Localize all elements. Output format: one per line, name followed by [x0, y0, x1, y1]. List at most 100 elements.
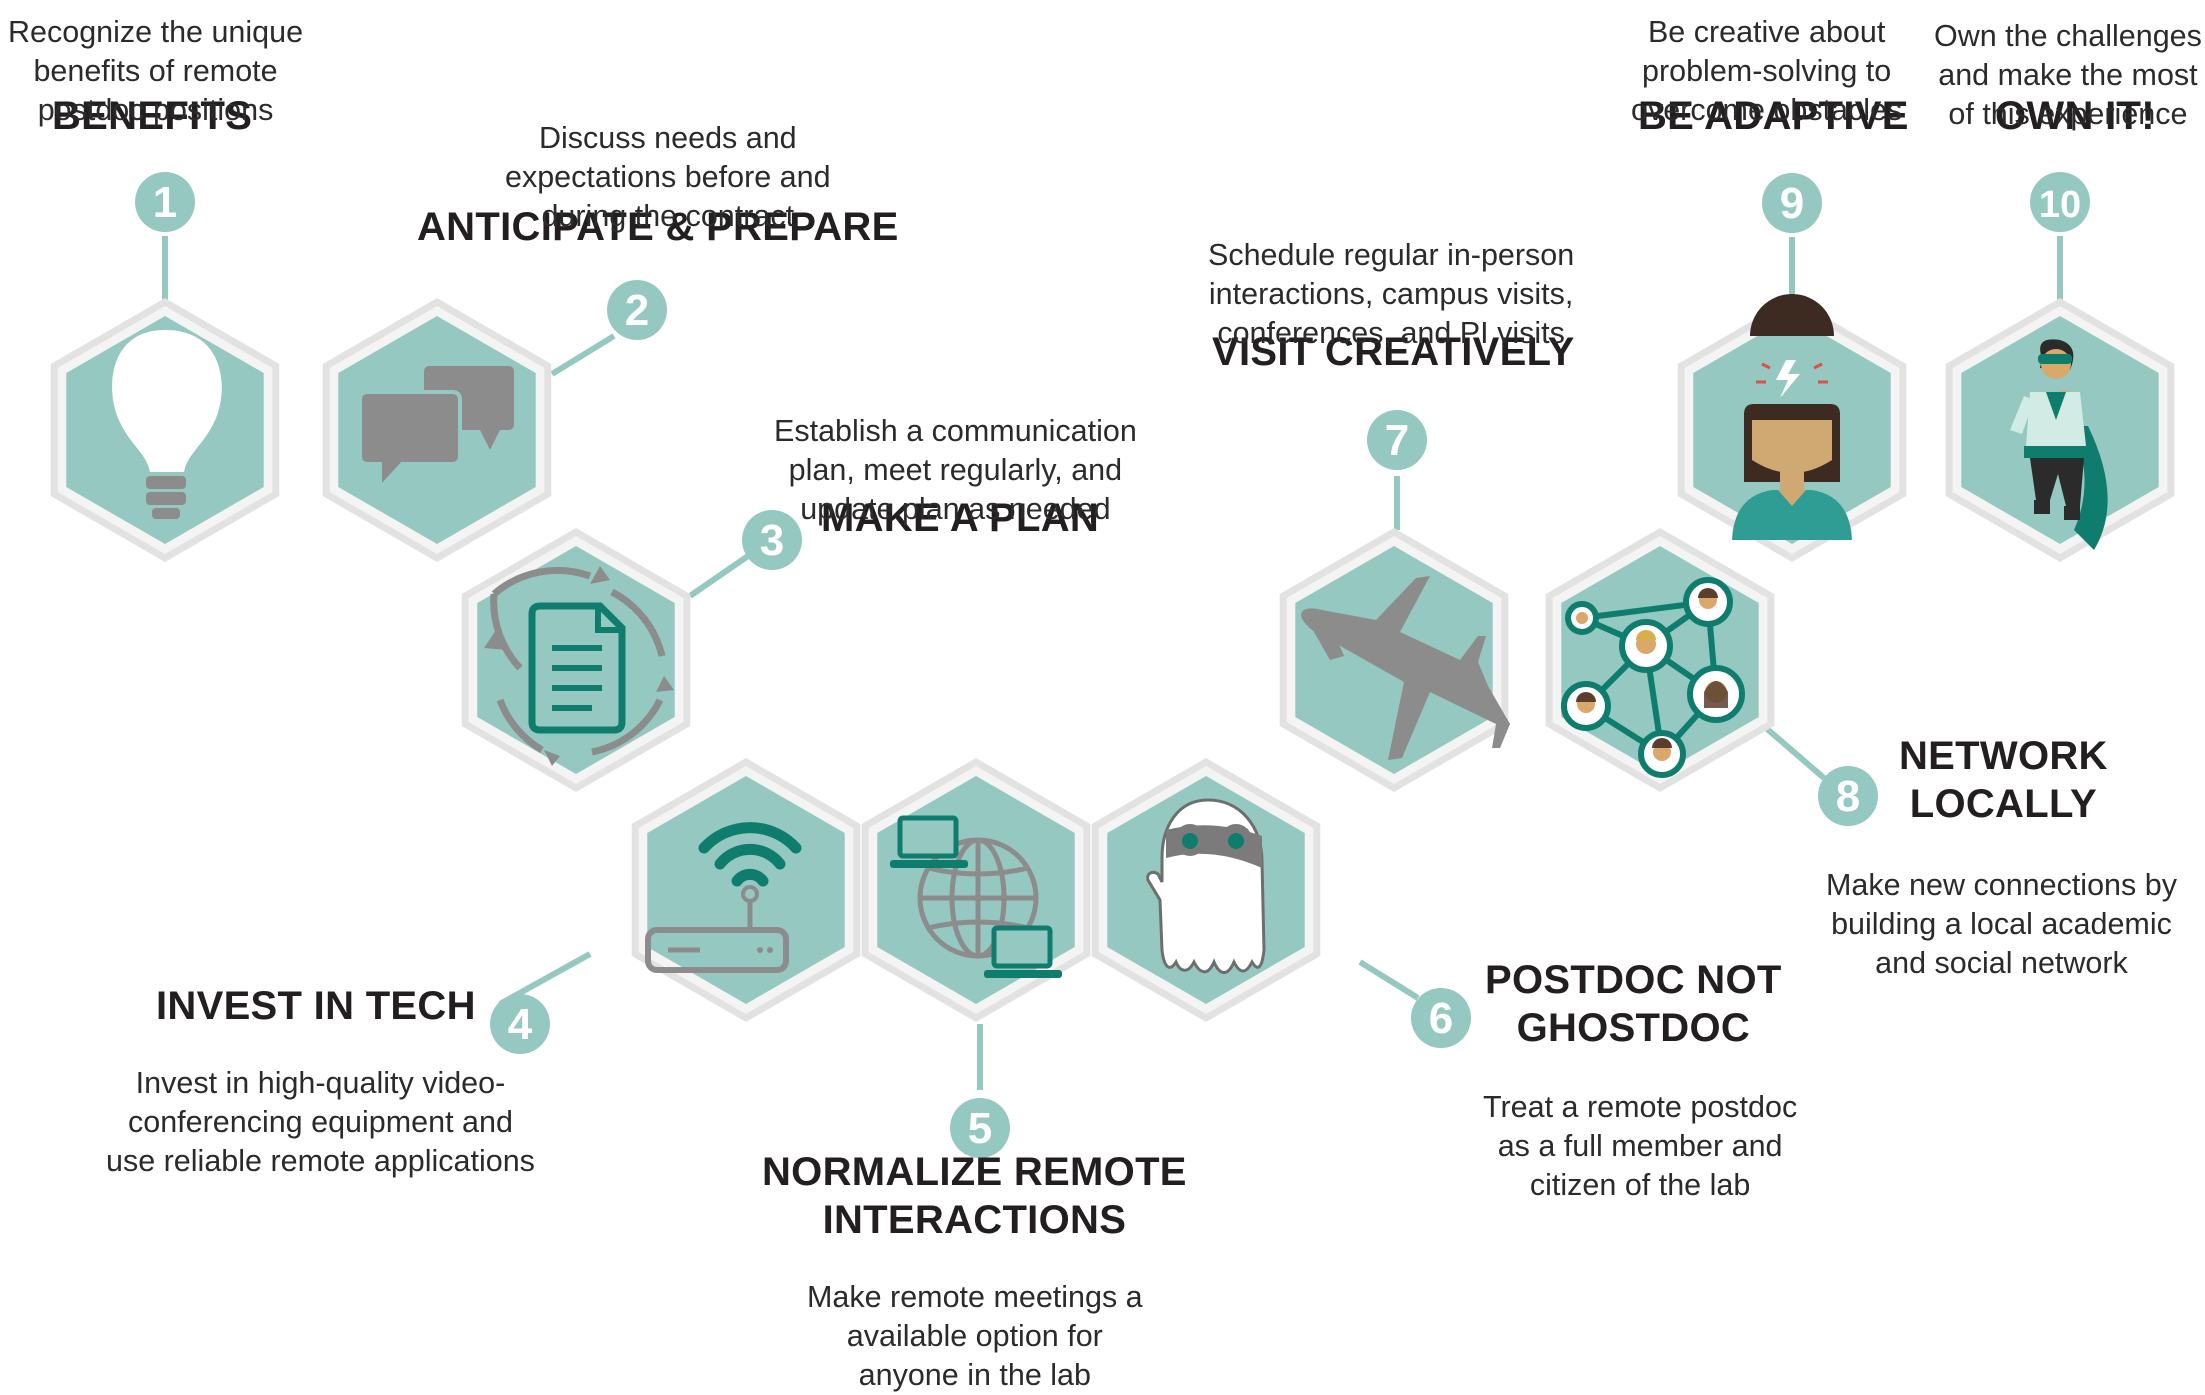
connector-line-2: [550, 333, 616, 377]
globe-laptops-icon: [890, 815, 1062, 978]
number-badge-label-10: 10: [2039, 184, 2081, 226]
step-description-line: conferences, and PI visits: [1217, 316, 1565, 350]
lightbulb-icon: [112, 330, 222, 519]
superhero-icon: [2010, 339, 2108, 550]
step-description-line: Treat a remote postdoc: [1483, 1090, 1798, 1124]
number-badge-7: [1367, 410, 1427, 470]
step-description-8: Make new connections by building a local …: [1826, 866, 2177, 983]
step-title-10: OWN IT!: [1995, 92, 2155, 140]
step-title-4: INVEST IN TECH: [156, 982, 476, 1030]
step-description-line: and make the most: [1938, 58, 2198, 92]
wifi-router-icon: [645, 822, 802, 973]
airplane-icon: [1301, 576, 1510, 760]
step-description-line: of this experience: [1948, 97, 2188, 131]
step-description-line: use reliable remote applications: [106, 1144, 535, 1178]
number-badge-label-7: 7: [1385, 416, 1409, 465]
step-description-line: building a local academic: [1831, 907, 2172, 941]
connector-line-6: [1358, 959, 1420, 1001]
document-cycle-icon: [484, 566, 674, 766]
step-description-1: Recognize the unique benefits of remote po…: [8, 13, 303, 130]
step-description-10: Own the challenges and make the most of th…: [1934, 17, 2202, 134]
step-description-line: anyone in the lab: [858, 1358, 1091, 1392]
step-description-4: Invest in high-quality video-conferencin…: [106, 1064, 535, 1181]
step-title-line: ANTICIPATE & PREPARE: [417, 205, 899, 249]
number-badges: 1 2 3 4 5 6 7 8 9 10: [135, 172, 2090, 1158]
step-title-9: BE ADAPTIVE: [1638, 92, 1909, 140]
step-description-line: Recognize the unique: [8, 15, 304, 49]
chat-bubbles-icon: [358, 366, 514, 494]
network-icon: [1561, 577, 1745, 778]
step-description-line: interactions, campus visits,: [1208, 277, 1574, 311]
step-title-line: BE ADAPTIVE: [1638, 94, 1909, 138]
step-description-line: Establish a communication: [774, 414, 1137, 448]
step-title-line: BENEFITS: [52, 94, 253, 138]
step-title-line: LOCALLY: [1909, 782, 2098, 826]
step-description-line: overcome obstacles: [1631, 93, 1903, 127]
number-badge-3: [742, 510, 802, 570]
step-description-line: conferencing equipment and: [128, 1105, 513, 1139]
step-description-line: Discuss needs and: [538, 121, 797, 155]
step-title-1: BENEFITS: [52, 92, 252, 140]
step-title-3: MAKE A PLAN: [821, 494, 1099, 542]
step-description-2: Discuss needs and expectations before and…: [505, 119, 831, 236]
step-description-line: available option for: [846, 1319, 1103, 1353]
step-title-line: NORMALIZE REMOTE: [762, 1150, 1187, 1194]
step-description-line: and social network: [1875, 946, 2128, 980]
step-description-6: Treat a remote postdoc as a full member a…: [1483, 1088, 1797, 1205]
hexagon-icons: [112, 294, 2108, 978]
step-description-line: during the contract: [541, 199, 795, 233]
number-badge-label-6: 6: [1429, 994, 1453, 1043]
number-badge-label-2: 2: [625, 286, 649, 335]
number-badge-2: [607, 280, 667, 340]
step-description-7: Schedule regular in-person interactions, …: [1208, 236, 1574, 353]
step-title-line: NETWORK: [1899, 734, 2108, 778]
number-badge-5: [950, 1098, 1010, 1158]
number-badge-label-1: 1: [153, 178, 177, 227]
step-description-line: update plan as needed: [800, 492, 1111, 526]
step-title-line: VISIT CREATIVELY: [1212, 330, 1575, 374]
connector-line-3: [688, 553, 750, 599]
step-description-line: problem-solving to: [1642, 54, 1892, 88]
number-badge-4: [490, 994, 550, 1054]
step-description-line: plan, meet regularly, and: [788, 453, 1123, 487]
connector-line-8: [1764, 725, 1826, 781]
step-title-line: MAKE A PLAN: [821, 496, 1100, 540]
step-description-line: Invest in high-quality video-: [135, 1066, 506, 1100]
number-badge-6: [1411, 988, 1471, 1048]
number-badge-label-5: 5: [968, 1104, 992, 1153]
number-badge-label-3: 3: [760, 516, 784, 565]
step-description-9: Be creative about problem-solving to overc…: [1631, 13, 1902, 130]
step-description-line: Schedule regular in-person: [1208, 238, 1575, 272]
step-description-line: as a full member and: [1497, 1129, 1783, 1163]
number-badge-10: [2030, 172, 2090, 232]
step-description-line: Make remote meetings a: [807, 1280, 1143, 1314]
step-title-2: ANTICIPATE & PREPARE: [417, 203, 899, 251]
step-title-line: INVEST IN TECH: [156, 984, 476, 1028]
step-title-line: GHOSTDOC: [1516, 1006, 1751, 1050]
number-badge-label-8: 8: [1836, 772, 1860, 821]
ghost-icon: [1146, 798, 1266, 974]
step-title-line: INTERACTIONS: [822, 1198, 1127, 1242]
number-badge-1: [135, 172, 195, 232]
number-badge-label-9: 9: [1780, 179, 1804, 228]
step-description-line: Be creative about: [1647, 15, 1886, 49]
number-badge-label-4: 4: [508, 1000, 533, 1049]
step-description-5: Make remote meetings a available option f…: [807, 1278, 1143, 1395]
step-description-line: Own the challenges: [1934, 19, 2202, 53]
step-description-line: citizen of the lab: [1529, 1168, 1751, 1202]
step-title-7: VISIT CREATIVELY: [1212, 328, 1575, 376]
adaptive-person-icon: [1732, 294, 1852, 540]
step-title-line: POSTDOC NOT: [1485, 958, 1782, 1002]
step-description-line: expectations before and: [505, 160, 831, 194]
step-description-line: Make new connections by: [1826, 868, 2177, 902]
number-badge-8: [1818, 766, 1878, 826]
step-description-3: Establish a communication plan, meet regu…: [774, 412, 1137, 529]
step-description-line: postdoc positions: [37, 93, 274, 127]
step-description-line: benefits of remote: [33, 54, 278, 88]
number-badge-9: [1762, 173, 1822, 233]
